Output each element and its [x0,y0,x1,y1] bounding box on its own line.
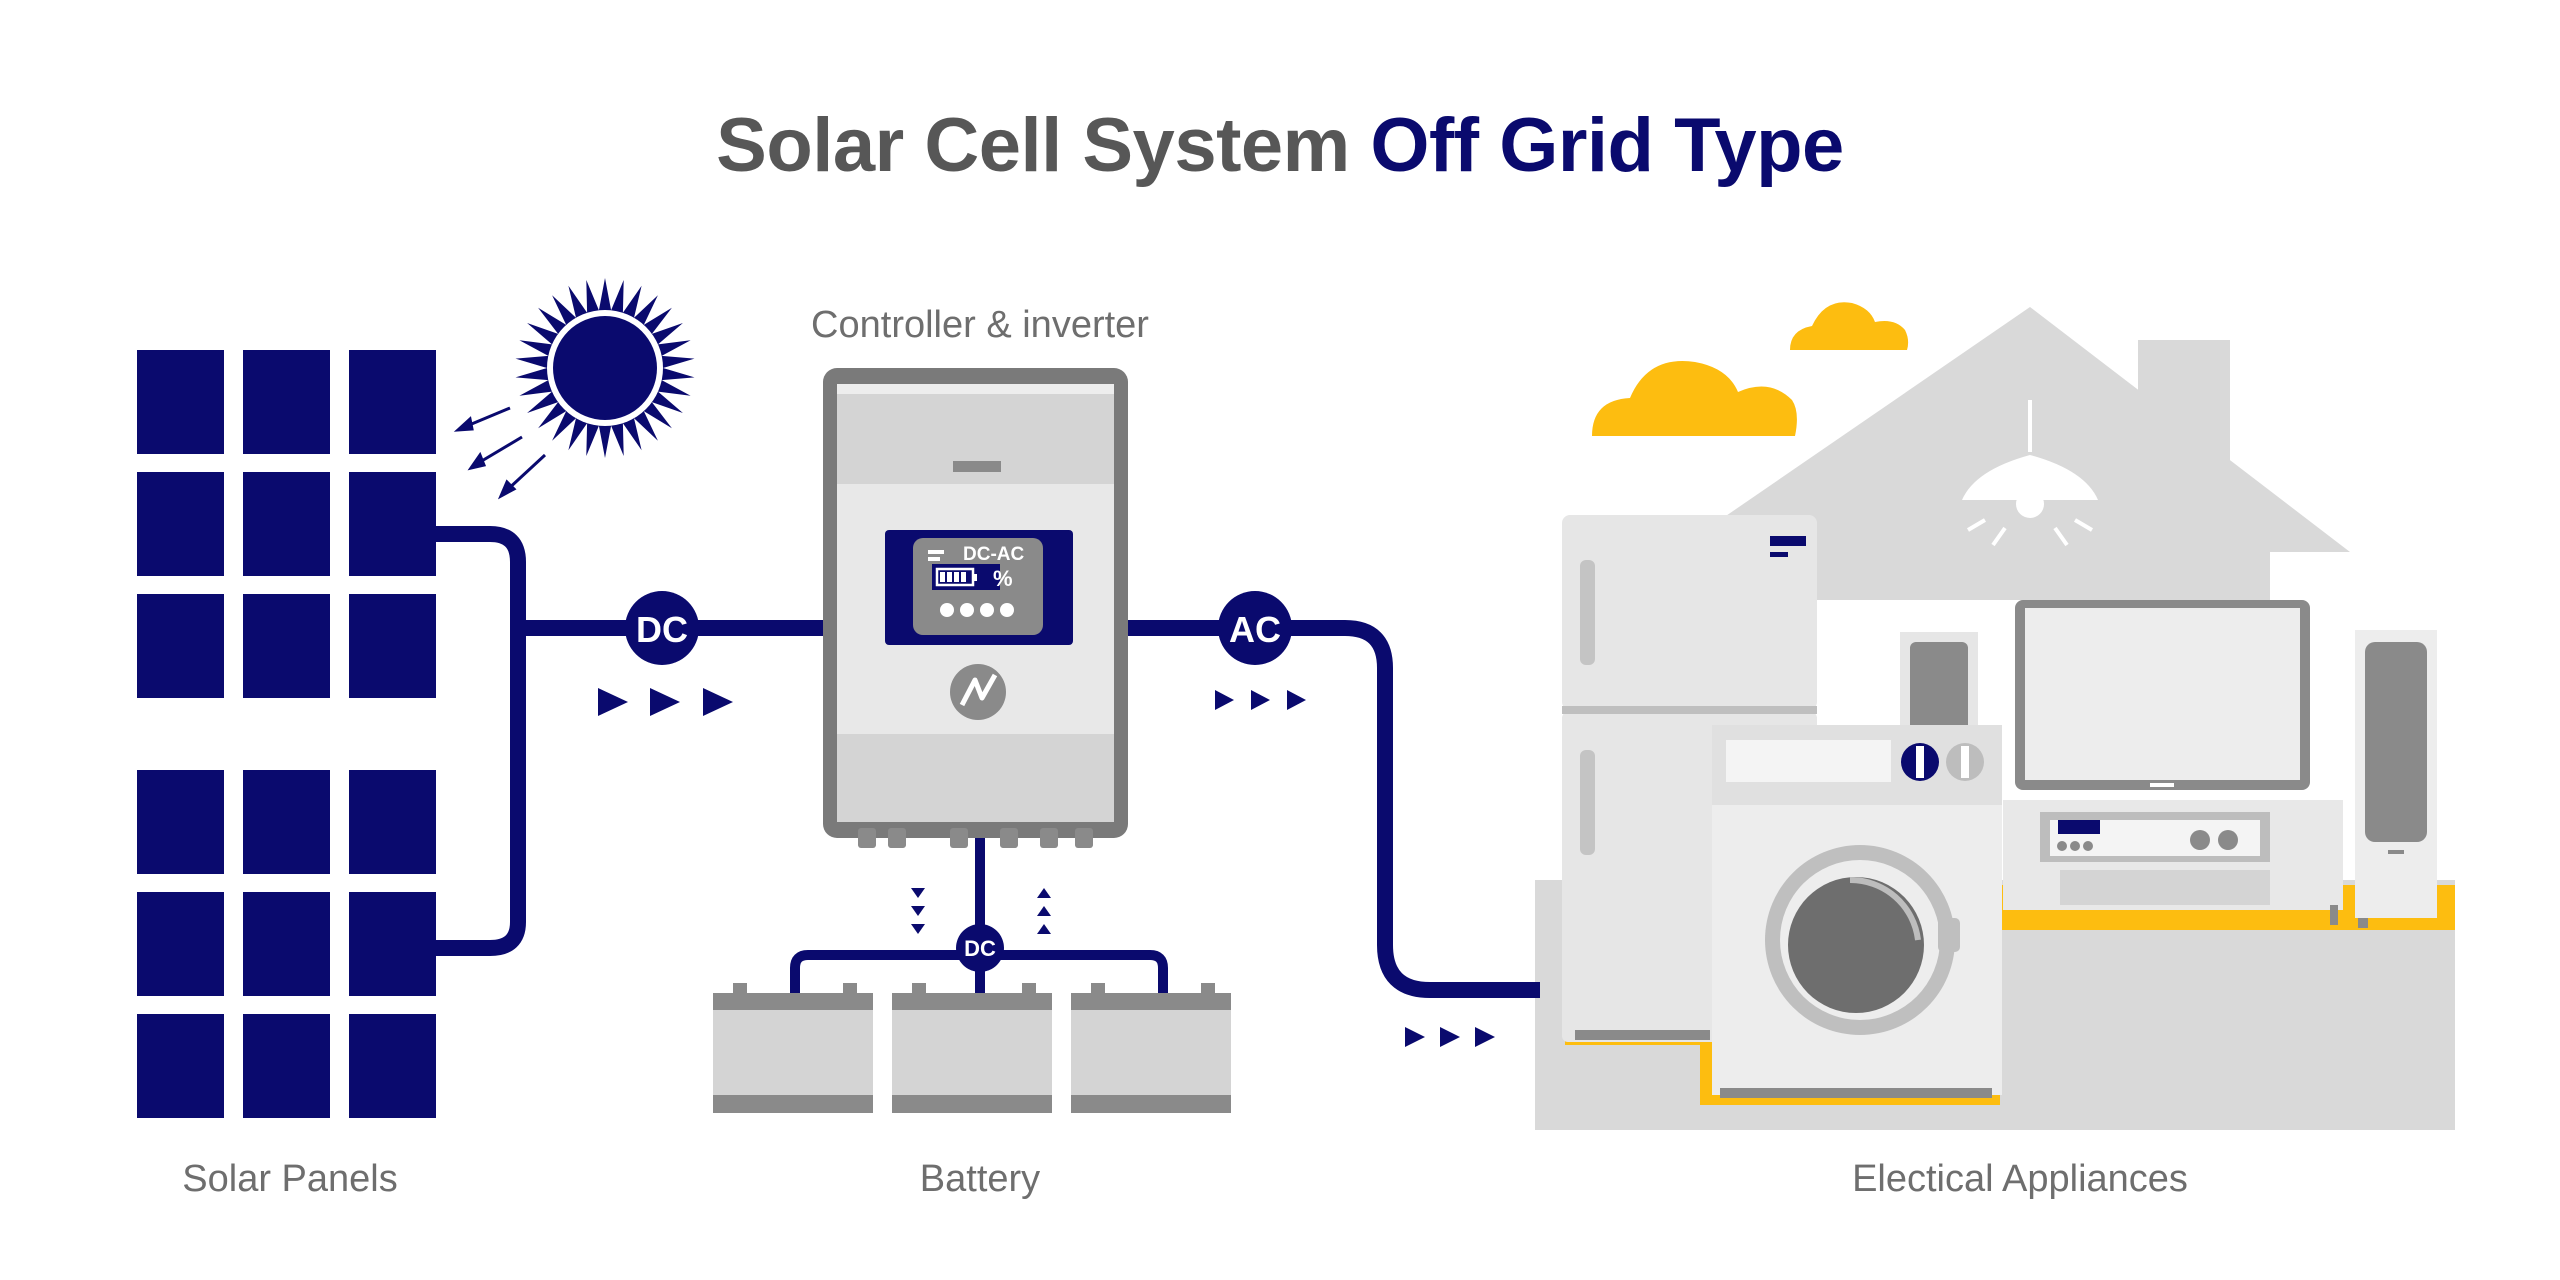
inverter-display-percent: % [993,566,1013,591]
dc-battery-connector-badge: DC [956,924,1004,972]
flow-arrow-icon [1405,1027,1495,1047]
dc-connector-label: DC [636,609,688,650]
battery-icon [1071,983,1231,1113]
flow-arrow-icon [1215,690,1306,710]
title-part-2: Off Grid Type [1370,103,1844,188]
flow-arrow-down-icon [911,888,925,934]
speaker-icon-small [1900,632,1978,742]
washing-machine-icon [1712,725,2002,1098]
ac-cable [1125,620,1540,998]
audio-cabinet [2003,800,2343,925]
title-part-1: Solar Cell System [716,103,1350,188]
dc-battery-connector-label: DC [964,936,996,961]
flow-arrow-up-icon [1037,888,1051,934]
dc-connector-badge: DC [625,591,699,665]
ac-connector-badge: AC [1218,591,1292,665]
sun-icon [515,278,695,458]
lamp-icon [1962,400,2098,547]
battery-label: Battery [919,1158,1041,1200]
ac-connector-label: AC [1229,609,1281,650]
tv-icon [2015,600,2310,790]
speaker-icon [2355,630,2437,928]
controller-label: Controller & inverter [811,304,1149,346]
cloud-icon [1592,361,1797,436]
flow-arrow-icon [598,688,733,716]
sunlight-rays [453,406,547,500]
battery-icon [892,983,1052,1113]
solar-panel-icon [137,350,436,698]
dc-cable-panels [436,526,830,956]
cloud-icon-small [1790,302,1909,350]
solar-panel-icon-lower [137,770,436,1118]
page-title: Solar Cell System Off Grid Type [0,102,2560,189]
appliances-label: Electical Appliances [1852,1158,2188,1200]
battery-icon [713,983,873,1113]
solar-panels-label: Solar Panels [182,1158,398,1200]
inverter-display-mode: DC-AC [963,544,1024,565]
inverter-icon [823,368,1128,848]
